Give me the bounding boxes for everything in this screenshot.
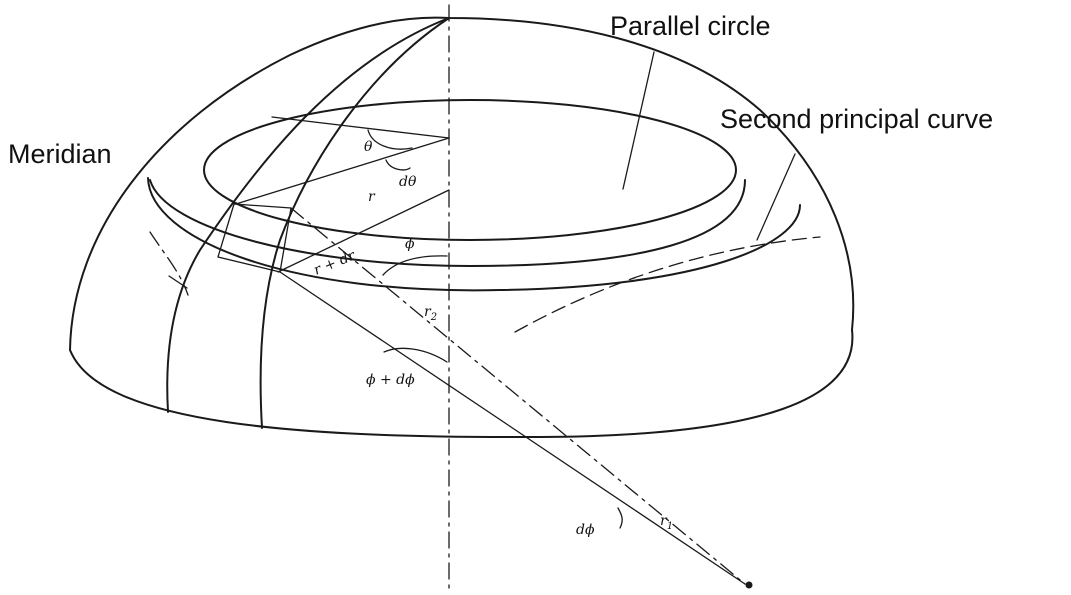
lower-parallel-circle	[147, 177, 801, 292]
d-phi-label: dϕ	[576, 522, 595, 538]
r2-label: r2	[424, 304, 437, 323]
r2-subscript: 2	[430, 312, 437, 323]
r1-letter: r	[660, 513, 668, 529]
upper-parallel-circle	[203, 99, 737, 241]
r-label: r	[368, 189, 376, 205]
phi-arc	[382, 255, 448, 276]
r1-subscript: 1	[667, 521, 673, 532]
radial-line-top	[271, 116, 450, 139]
meridian-dashed-left	[149, 231, 189, 296]
d-theta-arc	[385, 159, 411, 171]
second-curve-leader	[756, 153, 796, 241]
meridian-label: Meridian	[8, 139, 112, 169]
d-theta-label: dθ	[399, 174, 417, 190]
base-rim-ellipse	[69, 329, 854, 439]
r1-label: r1	[660, 513, 673, 532]
r2-letter: r	[424, 304, 432, 320]
normal-line-r1	[279, 271, 746, 585]
meridian-line-2	[259, 17, 450, 429]
phi-plus-dphi-label: ϕ + dϕ	[366, 372, 415, 388]
second-principal-curve	[514, 236, 821, 333]
phi-label: ϕ	[405, 236, 415, 252]
meridian-leader	[168, 275, 188, 289]
phi-plus-dphi-arc	[383, 347, 448, 363]
dome-outline	[69, 16, 855, 351]
center-point	[745, 581, 753, 589]
meridian-line-1	[166, 17, 450, 413]
parallel-circle-label: Parallel circle	[610, 11, 771, 41]
radial-line-r	[235, 137, 450, 205]
radial-line-r-plus-dr	[277, 189, 450, 273]
d-phi-arc	[617, 507, 623, 529]
parallel-circle-leader	[622, 51, 655, 190]
normal-line-r2	[290, 207, 746, 585]
band-lower-edge	[149, 179, 746, 267]
second-principal-curve-label: Second principal curve	[720, 104, 993, 134]
theta-arc	[367, 129, 413, 150]
theta-label: θ	[364, 139, 373, 155]
